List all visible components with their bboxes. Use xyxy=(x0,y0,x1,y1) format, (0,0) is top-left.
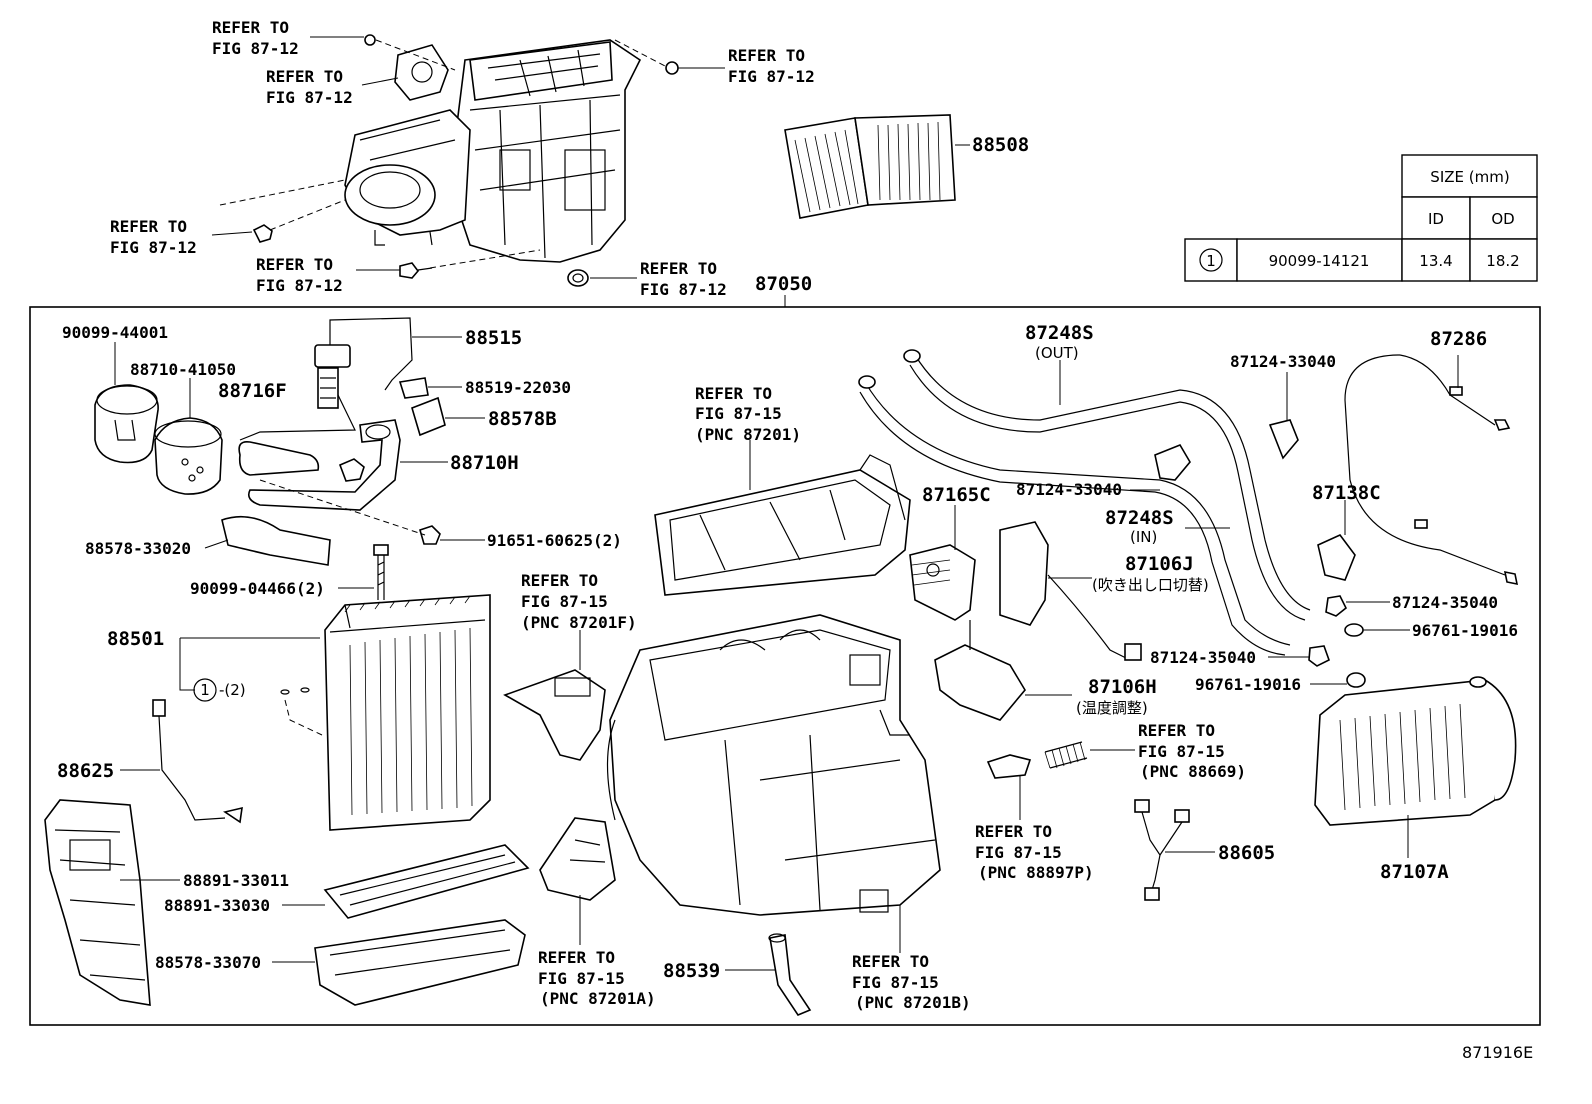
drain-tray-drawing xyxy=(272,919,526,1006)
size-table-row-key: 1 xyxy=(1206,252,1216,270)
part-88891-33030: 88891-33030 xyxy=(164,896,270,915)
part-96761-19016-b: 96761-19016 xyxy=(1195,675,1301,694)
size-table-col-id: ID xyxy=(1428,210,1444,228)
part-88501: 88501 xyxy=(107,628,164,650)
part-87107a: 87107A xyxy=(1380,861,1449,883)
part-88519-22030: 88519-22030 xyxy=(465,378,571,397)
evaporator-callout-key: 1 xyxy=(200,681,210,699)
part-88578-33020: 88578-33020 xyxy=(85,539,191,558)
part-90099-04466: 90099-04466(2) xyxy=(190,579,325,598)
evaporator-drawing: 1 xyxy=(179,594,491,831)
heater-core-drawing xyxy=(1314,676,1517,858)
part-87248s-out-note: (OUT) xyxy=(1035,344,1079,362)
size-table-header: SIZE (mm) xyxy=(1430,168,1509,186)
size-table-col-od: OD xyxy=(1491,210,1514,228)
part-87138c: 87138C xyxy=(1312,482,1381,504)
heater-pipes-drawing xyxy=(858,349,1519,901)
part-87286: 87286 xyxy=(1430,328,1487,350)
heater-unit-top-drawing xyxy=(211,34,725,287)
part-87106j-note: (吹き出し口切替) xyxy=(1092,576,1209,594)
part-88539: 88539 xyxy=(663,960,720,982)
part-88515: 88515 xyxy=(465,327,522,349)
part-87124-35040-a: 87124-35040 xyxy=(1392,593,1498,612)
size-table: SIZE (mm) ID OD 1 90099-14121 13.4 18.2 xyxy=(1184,154,1538,282)
part-87106j: 87106J xyxy=(1125,553,1194,575)
part-88710-41050: 88710-41050 xyxy=(130,360,236,379)
heater-housing-drawing xyxy=(503,440,941,1016)
part-87050: 87050 xyxy=(755,273,812,295)
part-87248s-in-note: (IN) xyxy=(1130,528,1157,546)
part-87124-33040-a: 87124-33040 xyxy=(1230,352,1336,371)
part-87248s-in: 87248S xyxy=(1105,507,1174,529)
part-87165c: 87165C xyxy=(922,484,991,506)
part-88578-33070: 88578-33070 xyxy=(155,953,261,972)
part-96761-19016-a: 96761-19016 xyxy=(1412,621,1518,640)
part-88508: 88508 xyxy=(972,134,1029,156)
filter-frame-drawing xyxy=(282,844,530,919)
diagram-id: 871916E xyxy=(1462,1043,1533,1062)
part-87106h-note: (温度調整) xyxy=(1076,699,1148,717)
part-91651-60625: 91651-60625(2) xyxy=(487,531,622,550)
part-90099-44001: 90099-44001 xyxy=(62,323,168,342)
size-table-row-part: 90099-14121 xyxy=(1269,252,1370,270)
size-table-row-id: 13.4 xyxy=(1419,252,1452,270)
thermistor-drawing xyxy=(120,699,243,824)
part-88501-qty: -(2) xyxy=(219,681,246,699)
part-88891-33011: 88891-33011 xyxy=(183,871,289,890)
size-table-row-od: 18.2 xyxy=(1486,252,1519,270)
part-87124-33040-b: 87124-33040 xyxy=(1016,480,1122,499)
part-88710h: 88710H xyxy=(450,452,519,474)
air-filter-drawing xyxy=(784,114,970,219)
part-88605: 88605 xyxy=(1218,842,1275,864)
part-88625: 88625 xyxy=(57,760,114,782)
part-87124-35040-b: 87124-35040 xyxy=(1150,648,1256,667)
expansion-valve-group-drawing xyxy=(94,317,485,600)
part-88716f: 88716F xyxy=(218,380,287,402)
part-88578b: 88578B xyxy=(488,408,557,430)
part-87106h: 87106H xyxy=(1088,676,1157,698)
duct-drawing xyxy=(44,799,180,1006)
part-87248s-out: 87248S xyxy=(1025,322,1094,344)
